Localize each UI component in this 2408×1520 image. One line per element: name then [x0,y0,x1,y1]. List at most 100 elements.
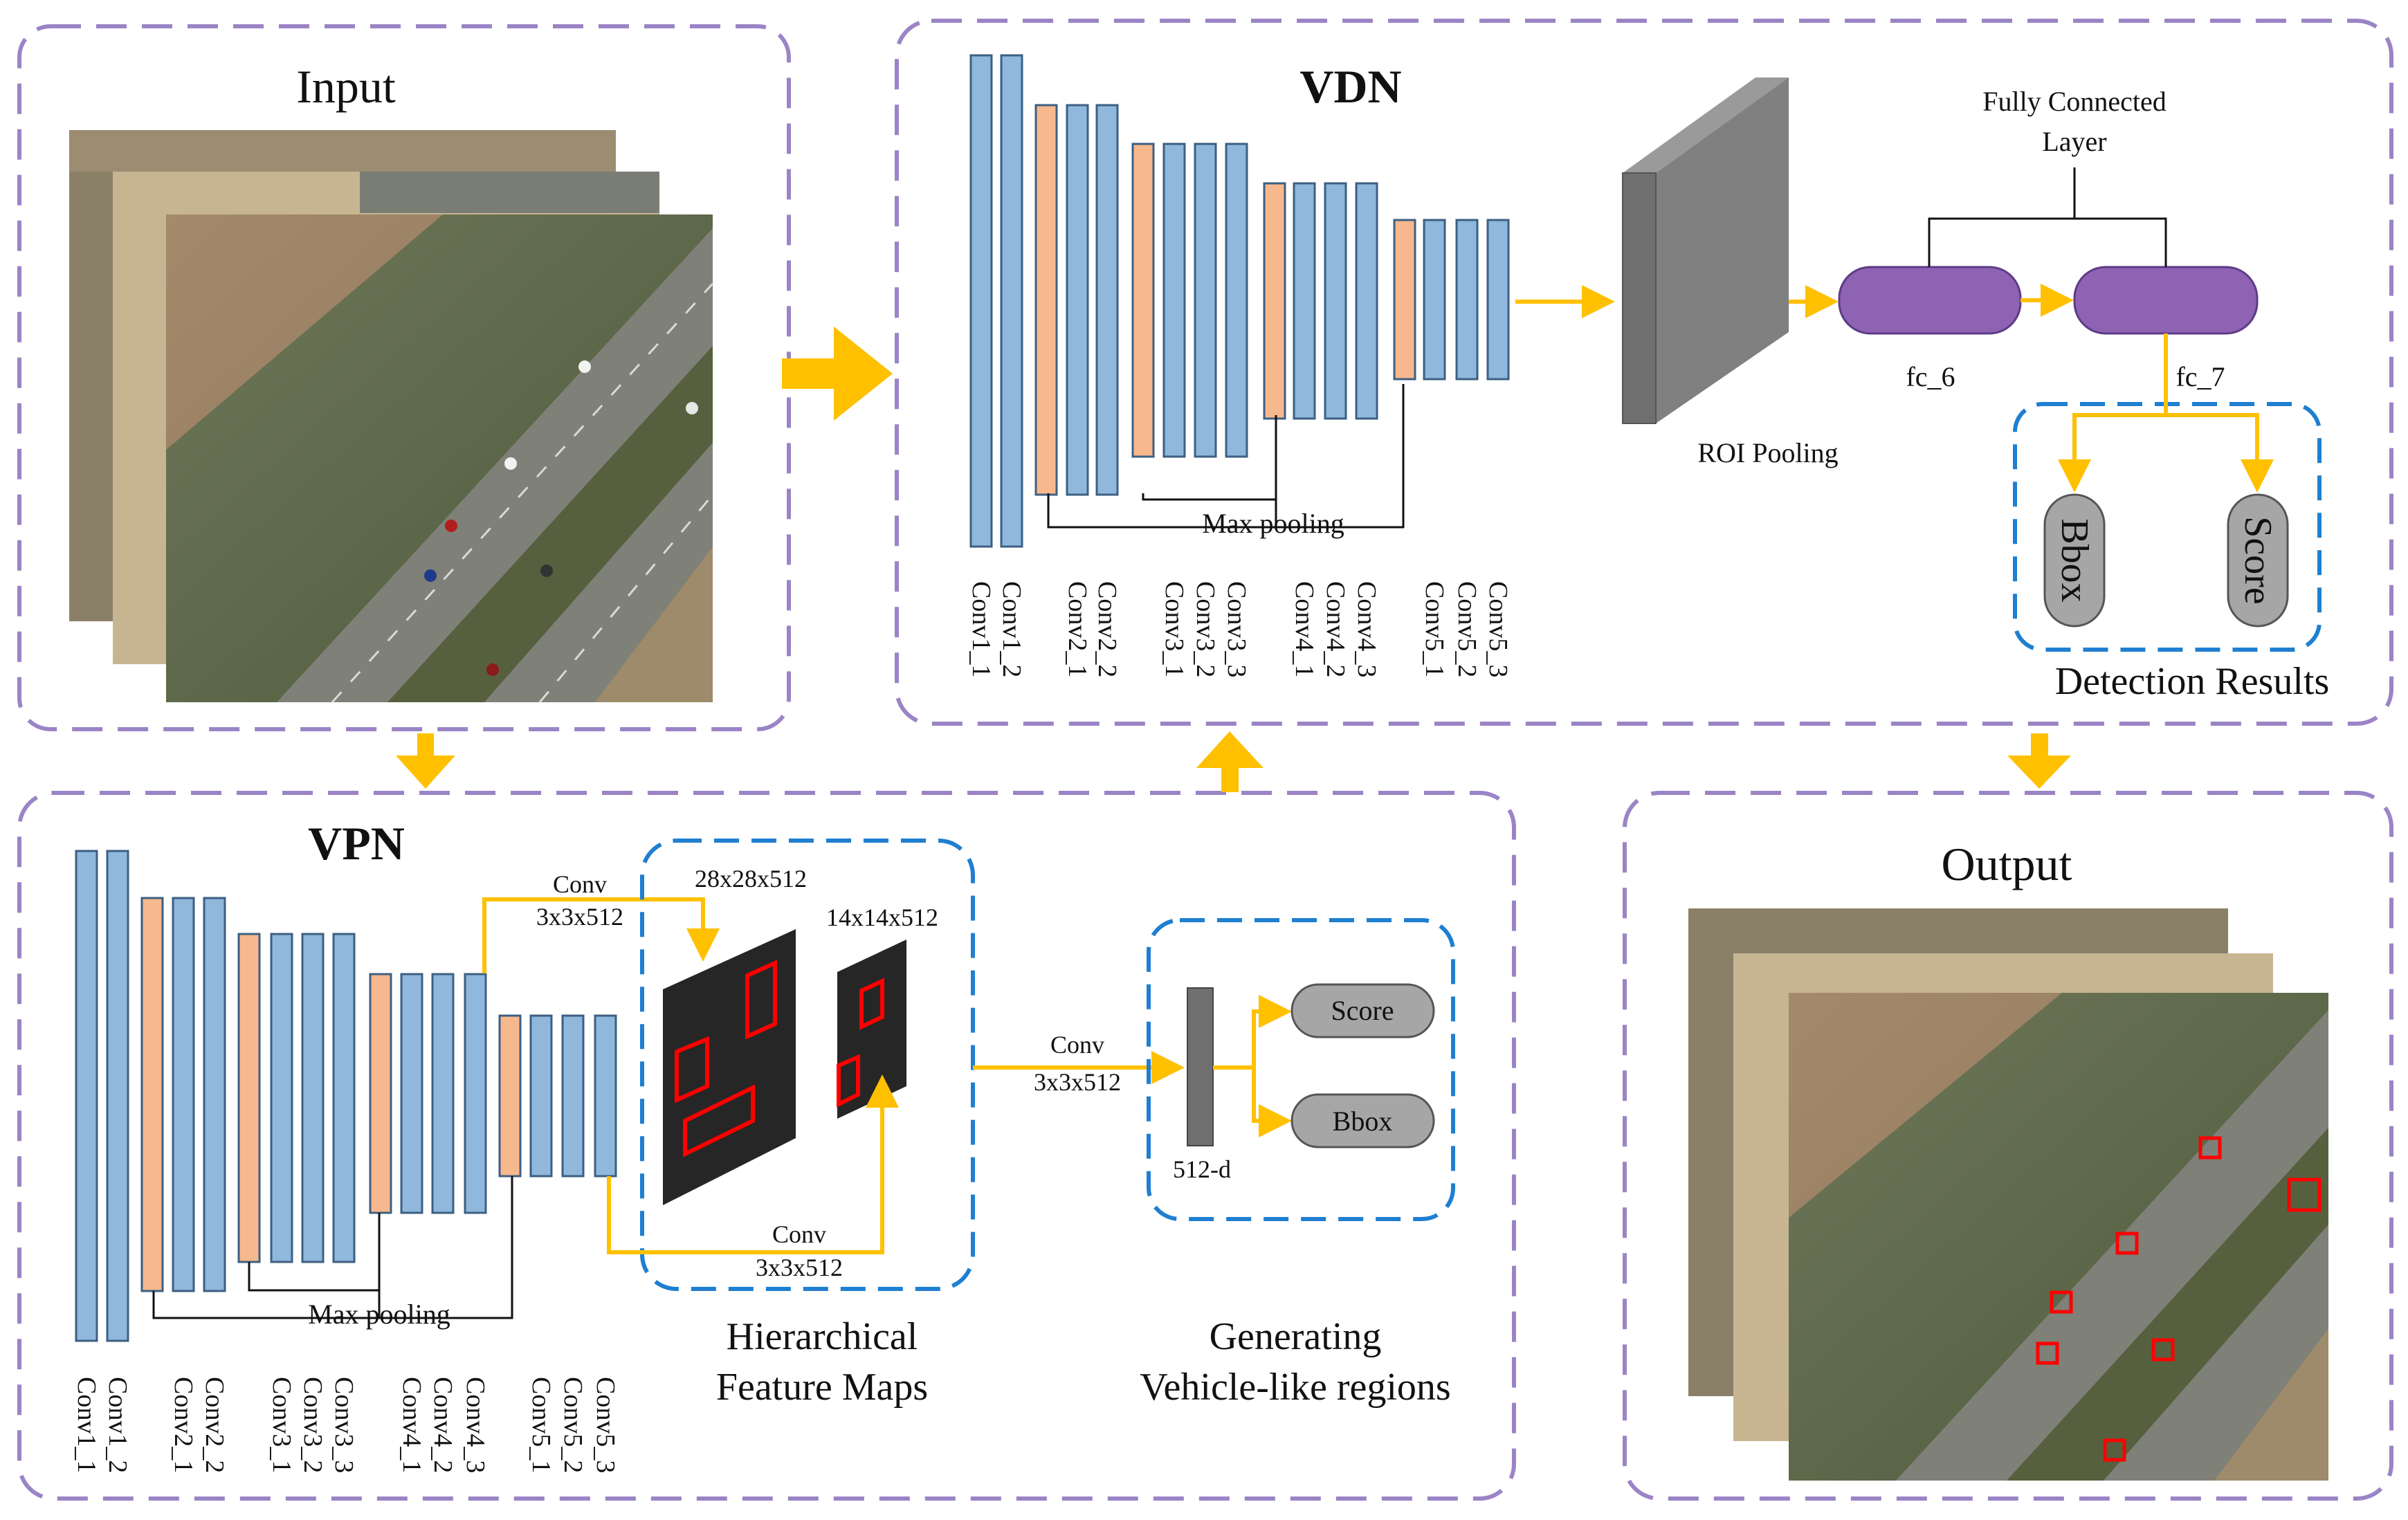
vdn-bbox-label: Bbox [2053,518,2096,602]
vpn-pool-layer [369,973,392,1214]
feature-map-28-boxes [675,960,777,1157]
vdn-score-label: Score [2236,516,2279,605]
vpn-to-score-arrow [1213,995,1292,1070]
vpn-conv-bottom-line1: Conv [772,1220,826,1248]
vdn-to-output-arrow [2007,733,2071,789]
vpn-layer-label: Conv5_2 [558,1377,587,1473]
vdn-layer-label: Conv5_1 [1420,581,1449,677]
fc7-to-outputs-connector [2058,333,2168,493]
vpn-conv-layer [301,933,325,1263]
vdn-layer-label: Conv5_2 [1452,581,1481,677]
vpn-conv-mid-line2: 3x3x512 [1034,1068,1121,1096]
vpn-layer-label: Conv1_2 [103,1377,132,1473]
vpn-max-pooling-connector [152,1176,513,1319]
vdn-panel [895,19,2393,726]
vdn-conv-layer [1066,104,1089,496]
vdn-conv-layer [969,54,993,548]
vdn-conv-layer [1225,143,1248,458]
vpn-bbox-node [1290,1093,1435,1148]
vpn-title: VPN [308,817,405,870]
vdn-bbox-node [2043,493,2106,628]
fm2-size-label: 14x14x512 [826,904,938,931]
vpn-conv-layer [464,973,487,1214]
detection-results-label: Detection Results [2055,660,2330,703]
vdn-layer-label: Conv1_2 [997,581,1026,677]
output-title: Output [1942,838,2072,890]
vdn-layer-label: Conv4_3 [1352,581,1381,677]
vpn-layer-label: Conv3_1 [267,1377,296,1473]
vdn-conv-layer [1162,143,1186,458]
vpn-conv-layer [75,850,98,1342]
input-to-vpn-arrow [396,733,455,789]
vdn-pool-layer [1034,104,1058,496]
vdn-layer-label: Conv3_2 [1191,581,1220,677]
vpn-bbox-label: Bbox [1333,1106,1393,1137]
detection-boxes [2036,1136,2322,1462]
vpn-max-pooling-label: Max pooling [308,1299,450,1330]
vpn-conv-layer [529,1014,553,1178]
vdn-conv-layer [1455,219,1479,381]
vpn-layer-label: Conv4_3 [461,1377,490,1473]
vdn-layer-label: Conv1_1 [967,581,996,677]
vpn-conv-layer [106,850,129,1342]
vdn-conv-layer [1486,219,1510,381]
input-title: Input [296,60,396,113]
vdn-conv-layer [1095,104,1119,496]
hfm-label-line1: Hierarchical [727,1315,918,1358]
input-aerial-images [69,130,714,704]
feature-map-14-boxes [837,978,884,1108]
vdn-layer-label: Conv3_3 [1222,581,1251,677]
vpn-score-label: Score [1331,995,1394,1026]
hierarchical-feature-maps-box [640,839,975,1291]
vdn-max-pooling-connector [1047,384,1405,529]
vdn-layer-label: Conv2_1 [1063,581,1092,677]
fc-title-line2: Layer [2042,126,2106,157]
gen-label-line1: Generating [1210,1315,1382,1358]
fc-bracket [1928,217,2167,267]
vpn-layer-label: Conv4_2 [428,1377,457,1473]
vpn-layer-label: Conv1_1 [72,1377,101,1473]
output-aerial-images [1688,908,2328,1481]
input-to-vdn-arrow [782,327,893,421]
vpn-score-node [1290,983,1435,1038]
vdn-conv-layers [969,54,1510,548]
vpn-conv-top-line2: 3x3x512 [536,903,623,931]
vpn-to-bbox-arrow [1252,1068,1292,1137]
vpn-conv-top-arrow [482,897,720,973]
vpn-conv-layer [332,933,356,1263]
feature-map-28 [663,929,796,1205]
vpn-layer-label: Conv3_3 [329,1377,358,1473]
vdn-layer-label: Conv3_1 [1160,581,1189,677]
vpn-to-vdn-arrow [1196,731,1264,792]
vpn-layer-label: Conv5_3 [591,1377,620,1473]
vdn-conv-layer [1423,219,1446,381]
vpn-conv-layer [594,1014,617,1178]
vpn-conv-bottom-arrow [607,1074,899,1254]
vdn-conv-layer [1355,182,1378,420]
vdn-conv-layer [1293,182,1316,420]
vdn-pool-layer [1393,219,1416,381]
vpn-layer-label: Conv4_1 [397,1377,426,1473]
vpn-layer-label: Conv5_1 [527,1377,556,1473]
fc6-node [1838,266,2022,335]
fc7-label: fc_7 [2176,361,2225,392]
roi-pooling-label: ROI Pooling [1697,437,1838,468]
vdn-score-node [2227,493,2289,628]
fc-title-line1: Fully Connected [1982,86,2167,117]
vdn-conv-layer [1194,143,1217,458]
vpn-conv-layer [431,973,455,1214]
vector-512d [1187,987,1214,1146]
fc7-node [2073,266,2259,335]
fm1-size-label: 28x28x512 [695,865,807,892]
vector-512d-label: 512-d [1173,1155,1231,1183]
vpn-conv-layer [172,897,195,1292]
feature-map-14 [837,940,906,1119]
vpn-pool-layer [140,897,164,1292]
vdn-pool-layer [1263,182,1286,420]
vpn-conv-layer [270,933,293,1263]
vdn-pool-layer [1131,143,1155,458]
vpn-panel [17,791,1516,1501]
